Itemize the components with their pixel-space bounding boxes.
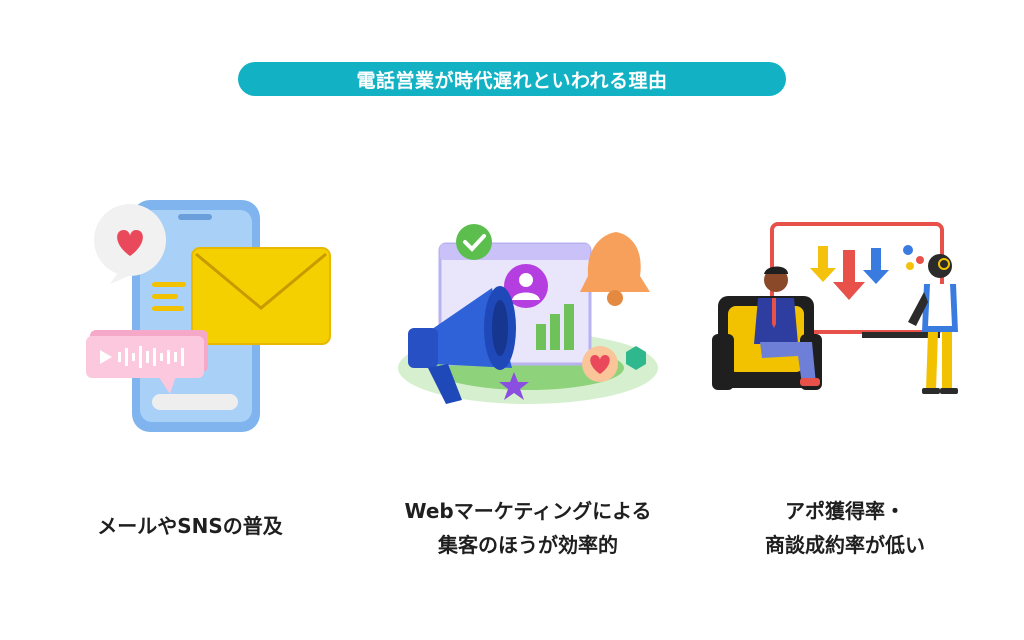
cube-icon: [626, 346, 646, 370]
reason-1-line-1: メールやSNSの普及: [97, 514, 283, 538]
business-meeting-chart-illustration: [712, 222, 958, 394]
megaphone-icon: [408, 286, 516, 404]
heart-badge-icon: [582, 346, 618, 382]
star-icon: [499, 372, 529, 400]
smartphone-mail-illustration: [86, 200, 331, 432]
reason-caption-3: アポ獲得率・ 商談成約率が低い: [720, 494, 970, 562]
voice-message-bubble-icon: [86, 330, 208, 394]
bar-chart-icon: [536, 304, 574, 350]
seated-businessman: [754, 266, 820, 386]
reason-caption-1: メールやSNSの普及: [40, 509, 340, 543]
reason-caption-2: Webマーケティングによる 集客のほうが効率的: [368, 494, 688, 562]
envelope-icon: [191, 247, 331, 345]
title-banner: 電話営業が時代遅れといわれる理由: [238, 62, 786, 96]
reason-2-line-2: 集客のほうが効率的: [438, 533, 618, 557]
reason-3-line-2: 商談成約率が低い: [765, 533, 925, 557]
checkmark-badge-icon: [456, 224, 492, 260]
megaphone-marketing-illustration: [398, 224, 658, 404]
bell-icon: [580, 232, 650, 306]
presenting-woman: [908, 254, 958, 394]
reason-3-line-1: アポ獲得率・: [785, 499, 905, 523]
page-title: 電話営業が時代遅れといわれる理由: [356, 69, 668, 92]
reason-2-line-1: Webマーケティングによる: [404, 499, 652, 523]
heart-speech-bubble-icon: [94, 204, 166, 284]
user-profile-icon: [504, 264, 548, 308]
down-arrows-icon: [810, 246, 889, 300]
